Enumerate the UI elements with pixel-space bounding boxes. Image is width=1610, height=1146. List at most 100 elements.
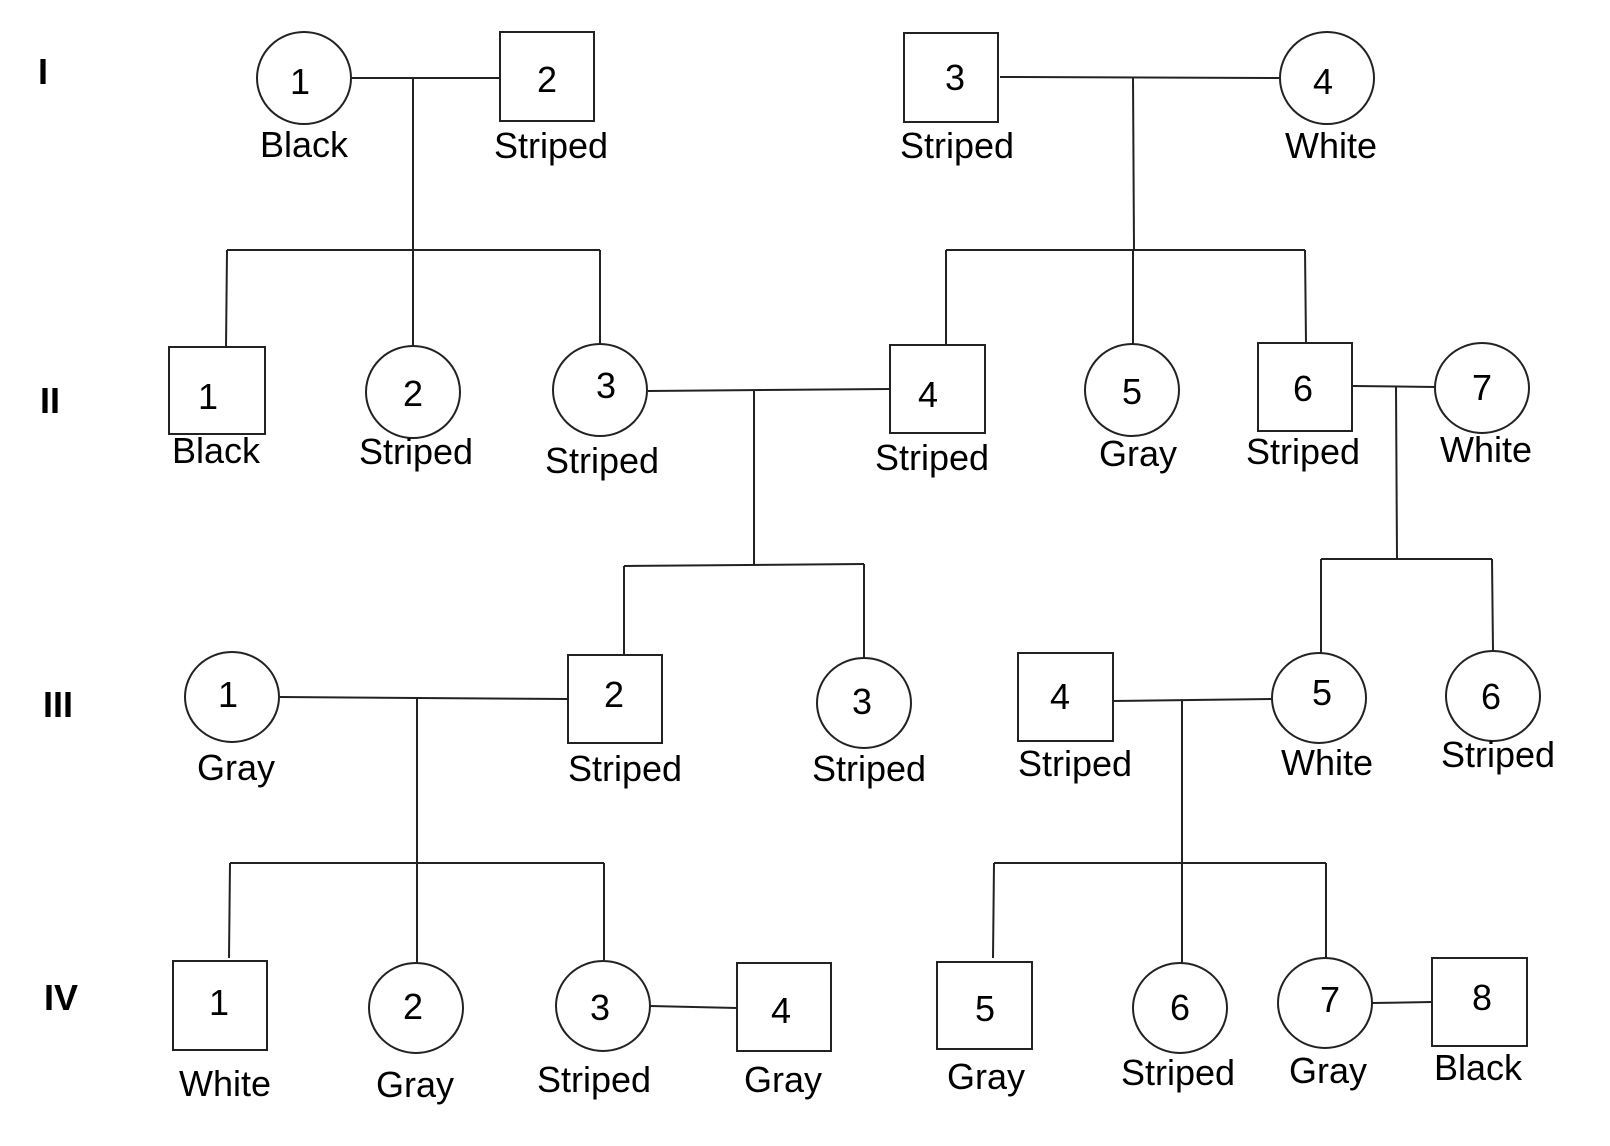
phenotype-label: Black <box>1434 1047 1523 1088</box>
male-square <box>168 346 266 435</box>
individual-II-3: 3 Striped <box>545 343 659 481</box>
individual-IV-2: 2 Gray <box>368 962 464 1105</box>
mating-line-II6-II7 <box>1352 385 1437 388</box>
individual-number: 7 <box>1472 367 1492 408</box>
individual-number: 3 <box>852 681 872 722</box>
individual-number: 6 <box>1293 368 1313 409</box>
phenotype-label: Black <box>260 124 349 165</box>
child-line <box>1491 558 1494 652</box>
individual-IV-5: 5 Gray <box>936 961 1033 1097</box>
male-square <box>903 32 999 123</box>
individual-III-4: 4 Striped <box>1017 652 1132 784</box>
male-square <box>567 654 663 744</box>
individual-III-1: 1 Gray <box>184 651 280 788</box>
individual-II-1: 1 Black <box>168 346 266 471</box>
female-circle <box>256 31 352 125</box>
individual-number: 7 <box>1320 979 1340 1020</box>
individual-II-5: 5 Gray <box>1084 343 1180 474</box>
individual-III-6: 6 Striped <box>1441 650 1555 775</box>
male-square <box>1257 342 1353 432</box>
female-circle <box>1271 652 1367 744</box>
phenotype-label: Striped <box>568 748 682 789</box>
female-circle <box>1084 343 1180 437</box>
individual-IV-4: 4 Gray <box>736 962 832 1100</box>
individual-number: 3 <box>596 365 616 406</box>
phenotype-label: Striped <box>1441 734 1555 775</box>
individual-number: 4 <box>771 990 791 1031</box>
female-circle <box>368 962 464 1054</box>
male-square <box>889 344 986 434</box>
individual-IV-6: 6 Striped <box>1121 962 1235 1093</box>
female-circle <box>184 651 280 743</box>
individual-number: 4 <box>1313 61 1333 102</box>
individual-number: 2 <box>403 986 423 1027</box>
individual-I-3: 3 Striped <box>900 32 1014 166</box>
phenotype-label: Gray <box>744 1059 822 1100</box>
mating-line-III1-III2 <box>279 696 569 700</box>
generation-label-I: I <box>38 51 48 92</box>
mating-line-IV7-IV8 <box>1371 1001 1433 1004</box>
phenotype-label: Striped <box>545 440 659 481</box>
individual-II-4: 4 Striped <box>875 344 989 478</box>
individual-number: 2 <box>403 373 423 414</box>
phenotype-label: Gray <box>1099 433 1177 474</box>
male-square <box>172 960 268 1051</box>
phenotype-label: Striped <box>1246 431 1360 472</box>
female-circle <box>552 343 648 437</box>
male-square <box>736 962 832 1052</box>
child-line <box>228 862 231 959</box>
child-line <box>225 249 228 349</box>
mating-line-I3-I4 <box>999 76 1283 79</box>
male-square <box>499 31 595 122</box>
individual-II-2: 2 Striped <box>359 345 473 472</box>
male-square <box>936 961 1033 1050</box>
phenotype-label: Striped <box>1121 1052 1235 1093</box>
individual-number: 6 <box>1170 987 1190 1028</box>
mating-line-IV3-IV4 <box>649 1005 738 1009</box>
individual-number: 1 <box>290 61 310 102</box>
individual-number: 4 <box>1050 676 1070 717</box>
individual-III-2: 2 Striped <box>567 654 682 789</box>
male-square <box>1017 652 1114 742</box>
phenotype-label: Gray <box>947 1056 1025 1097</box>
phenotype-label: Striped <box>494 125 608 166</box>
female-circle <box>365 345 461 439</box>
male-square <box>1431 957 1528 1047</box>
individual-number: 1 <box>218 674 238 715</box>
generation-label-IV: IV <box>44 977 78 1018</box>
individual-IV-3: 3 Striped <box>537 960 651 1100</box>
individual-I-1: 1 Black <box>256 31 352 165</box>
female-circle <box>1434 342 1530 434</box>
phenotype-label: Striped <box>812 748 926 789</box>
pedigree-lines <box>225 76 1494 1009</box>
individual-number: 2 <box>604 674 624 715</box>
sibship-line <box>623 563 865 567</box>
female-circle <box>1277 957 1373 1049</box>
individual-number: 5 <box>1122 371 1142 412</box>
mating-line-III4-III5 <box>1112 698 1274 702</box>
phenotype-label: Striped <box>875 437 989 478</box>
individual-number: 2 <box>537 59 557 100</box>
phenotype-label: Striped <box>1018 743 1132 784</box>
individual-I-4: 4 White <box>1279 31 1377 166</box>
female-circle <box>816 657 912 749</box>
phenotype-label: White <box>1440 429 1532 470</box>
individual-number: 4 <box>918 374 938 415</box>
phenotype-label: White <box>1285 125 1377 166</box>
generation-label-II: II <box>40 380 60 421</box>
individual-number: 5 <box>975 988 995 1029</box>
female-circle <box>1445 650 1541 742</box>
mating-line-II3-II4 <box>647 388 891 392</box>
phenotype-label: Striped <box>900 125 1014 166</box>
phenotype-label: Gray <box>197 747 275 788</box>
individual-III-5: 5 White <box>1271 652 1373 783</box>
female-circle <box>1279 31 1375 125</box>
individual-number: 8 <box>1472 977 1492 1018</box>
child-line <box>1304 249 1307 344</box>
individual-number: 1 <box>198 376 218 417</box>
individual-number: 3 <box>945 57 965 98</box>
individual-number: 3 <box>590 987 610 1028</box>
individual-II-6: 6 Striped <box>1246 342 1360 472</box>
phenotype-label: Striped <box>359 431 473 472</box>
